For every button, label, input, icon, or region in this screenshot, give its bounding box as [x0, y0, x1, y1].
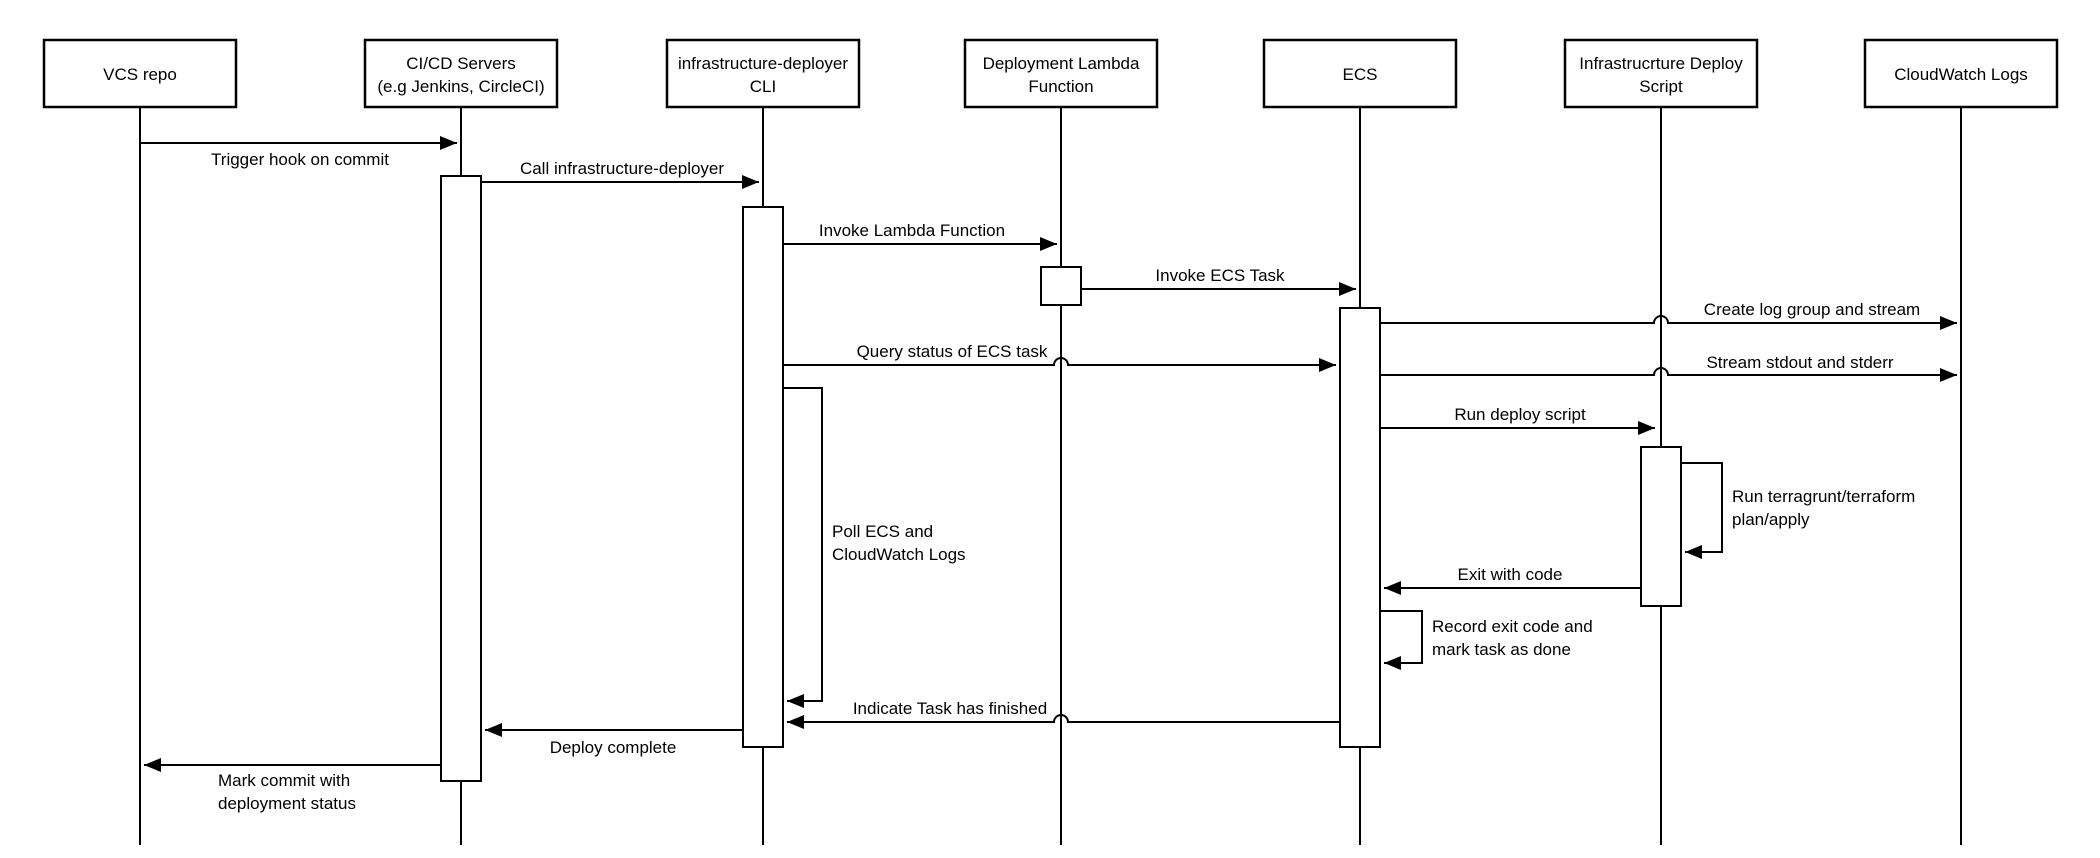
message-call-infrastructure-deployer: Call infrastructure-deployer [482, 159, 759, 189]
actor-vcs-repo-label: VCS repo [103, 65, 177, 84]
activation-deployment-lambda-function [1040, 266, 1082, 306]
message-create-log-group: Create log group and stream [1380, 300, 1957, 330]
message-exit-code-label: Exit with code [1458, 565, 1563, 584]
message-deploy-complete-label: Deploy complete [550, 738, 677, 757]
message-query-status-arrow [783, 357, 1336, 372]
activation-infrastructure-deploy-script [1640, 446, 1682, 607]
message-run-terragrunt-label-line1: Run terragrunt/terraform [1732, 487, 1915, 506]
message-run-terragrunt-arrow [1681, 462, 1723, 559]
actor-cloudwatch-label: CloudWatch Logs [1894, 65, 2028, 84]
actor-cicd-servers-label-line2: (e.g Jenkins, CircleCI) [377, 77, 544, 96]
actor-cli-label-line2: CLI [750, 77, 776, 96]
message-mark-commit-status: Mark commit with deployment status [144, 758, 441, 813]
message-indicate-finished-label: Indicate Task has finished [853, 699, 1047, 718]
message-mark-commit-label-line1: Mark commit with [218, 771, 350, 790]
message-record-exit-arrow [1380, 610, 1423, 670]
message-trigger-hook-on-commit: Trigger hook on commit [140, 136, 457, 169]
message-deploy-complete: Deploy complete [485, 723, 743, 757]
message-create-log-group-arrow [1380, 315, 1957, 330]
actor-ecs-label: ECS [1343, 65, 1378, 84]
message-call-deployer-label: Call infrastructure-deployer [520, 159, 724, 178]
message-poll-ecs-label-line1: Poll ECS and [832, 522, 933, 541]
message-trigger-hook-label: Trigger hook on commit [211, 150, 389, 169]
actor-lambda-label-line1: Deployment Lambda [983, 54, 1140, 73]
actor-deployment-lambda-function: Deployment Lambda Function [963, 38, 1159, 109]
message-exit-with-code: Exit with code [1384, 565, 1641, 595]
actor-vcs-repo: VCS repo [42, 38, 238, 109]
message-run-terragrunt-selfcall: Run terragrunt/terraform plan/apply [1681, 462, 1915, 559]
message-invoke-ecs-task: Invoke ECS Task [1081, 266, 1356, 296]
actor-cicd-servers-label-line1: CI/CD Servers [406, 54, 516, 73]
message-record-exit-label-line2: mark task as done [1432, 640, 1571, 659]
message-stream-stdout-stderr: Stream stdout and stderr [1380, 353, 1957, 382]
actor-deploy-script-label-line1: Infrastrucrture Deploy [1579, 54, 1743, 73]
message-poll-ecs-arrow [783, 387, 823, 708]
message-run-terragrunt-label-line2: plan/apply [1732, 510, 1810, 529]
actor-cli-label-line1: infrastructure-deployer [678, 54, 848, 73]
message-stream-stdout-arrow [1380, 367, 1957, 382]
message-record-exit-label-line1: Record exit code and [1432, 617, 1593, 636]
message-query-status-ecs-task: Query status of ECS task [783, 342, 1336, 372]
message-run-deploy-label: Run deploy script [1454, 405, 1586, 424]
message-poll-ecs-selfloop: Poll ECS and CloudWatch Logs [783, 387, 966, 708]
actor-infrastructure-deploy-script: Infrastrucrture Deploy Script [1563, 38, 1759, 109]
actor-cicd-servers: CI/CD Servers (e.g Jenkins, CircleCI) [363, 38, 559, 109]
actor-cloudwatch-logs: CloudWatch Logs [1863, 38, 2059, 109]
message-query-status-label: Query status of ECS task [857, 342, 1048, 361]
activation-ecs [1339, 307, 1381, 748]
activation-infrastructure-deployer-cli [742, 206, 784, 748]
message-record-exit-code-selfcall: Record exit code and mark task as done [1380, 610, 1593, 670]
actor-deploy-script-label-line2: Script [1639, 77, 1683, 96]
message-invoke-ecs-label: Invoke ECS Task [1155, 266, 1285, 285]
message-run-deploy-script: Run deploy script [1380, 405, 1655, 435]
message-create-log-group-label: Create log group and stream [1704, 300, 1920, 319]
actor-ecs: ECS [1262, 38, 1458, 109]
message-invoke-lambda-label: Invoke Lambda Function [819, 221, 1005, 240]
message-indicate-finished-arrow [787, 714, 1340, 729]
message-stream-stdout-label: Stream stdout and stderr [1706, 353, 1893, 372]
message-mark-commit-label-line2: deployment status [218, 794, 356, 813]
actor-lambda-label-line2: Function [1028, 77, 1093, 96]
message-invoke-lambda-function: Invoke Lambda Function [783, 221, 1057, 251]
message-poll-ecs-label-line2: CloudWatch Logs [832, 545, 966, 564]
actor-infrastructure-deployer-cli: infrastructure-deployer CLI [665, 38, 861, 109]
message-indicate-task-finished: Indicate Task has finished [787, 699, 1340, 729]
activation-cicd-servers [440, 175, 482, 782]
